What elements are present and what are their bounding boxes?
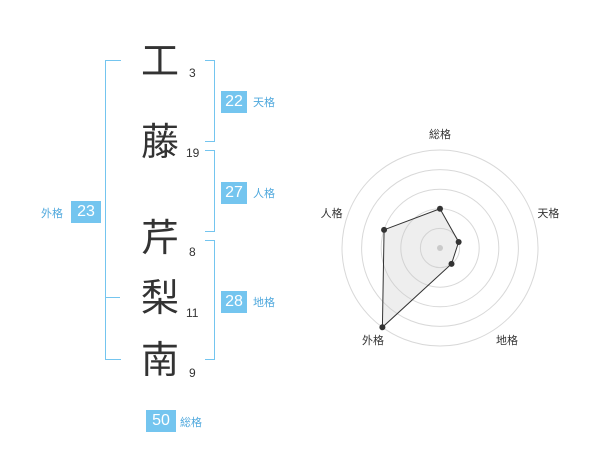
radar-point-1 bbox=[437, 205, 443, 212]
jinkaku-bracket bbox=[205, 150, 215, 232]
name-char-3: 芹 bbox=[140, 216, 179, 260]
chikaku-label: 地格 bbox=[253, 296, 275, 309]
name-char-2: 藤 bbox=[140, 120, 179, 164]
soukaku-label: 総格 bbox=[180, 416, 202, 429]
radar-grid-ring bbox=[380, 188, 500, 308]
chikaku-bracket bbox=[205, 240, 215, 360]
gaikaku-value: 23 bbox=[71, 201, 101, 223]
radar-series-shape bbox=[381, 208, 460, 329]
name-char-4: 梨 bbox=[140, 276, 179, 320]
gaikaku-label: 外格 bbox=[41, 207, 63, 220]
radar-axis-label-1: 総格 bbox=[429, 127, 451, 141]
radar-axis-label-5: 人格 bbox=[321, 206, 343, 220]
radar-point-5 bbox=[381, 226, 388, 233]
radar-point-3 bbox=[448, 260, 455, 267]
chikaku-value: 28 bbox=[221, 291, 247, 313]
name-char-1: 工 bbox=[140, 39, 179, 83]
tenkaku-value: 22 bbox=[221, 91, 247, 113]
radar-grid-ring bbox=[419, 227, 461, 269]
tenkaku-bracket bbox=[205, 60, 215, 142]
stroke-count-1: 3 bbox=[189, 66, 196, 80]
name-char-5: 南 bbox=[140, 338, 179, 382]
jinkaku-value: 27 bbox=[221, 182, 247, 204]
stroke-count-4: 11 bbox=[186, 306, 199, 320]
stroke-count-5: 9 bbox=[189, 366, 196, 380]
radar-grid-ring bbox=[361, 169, 519, 327]
radar-grid-ring bbox=[341, 149, 539, 347]
radar-point-4 bbox=[379, 324, 386, 331]
radar-axis-label-2: 天格 bbox=[537, 206, 559, 220]
stroke-count-3: 8 bbox=[189, 245, 196, 259]
stroke-count-2: 19 bbox=[186, 146, 200, 160]
gaikaku-bracket-split bbox=[105, 297, 120, 298]
soukaku-value: 50 bbox=[146, 410, 176, 432]
radar-center-dot bbox=[437, 245, 443, 251]
radar-axis-label-3: 地格 bbox=[496, 333, 518, 347]
radar-axis-label-4: 外格 bbox=[362, 333, 384, 347]
jinkaku-label: 人格 bbox=[253, 187, 275, 200]
tenkaku-label: 天格 bbox=[253, 96, 275, 109]
gaikaku-bracket bbox=[105, 60, 121, 360]
radar-point-2 bbox=[455, 238, 462, 245]
